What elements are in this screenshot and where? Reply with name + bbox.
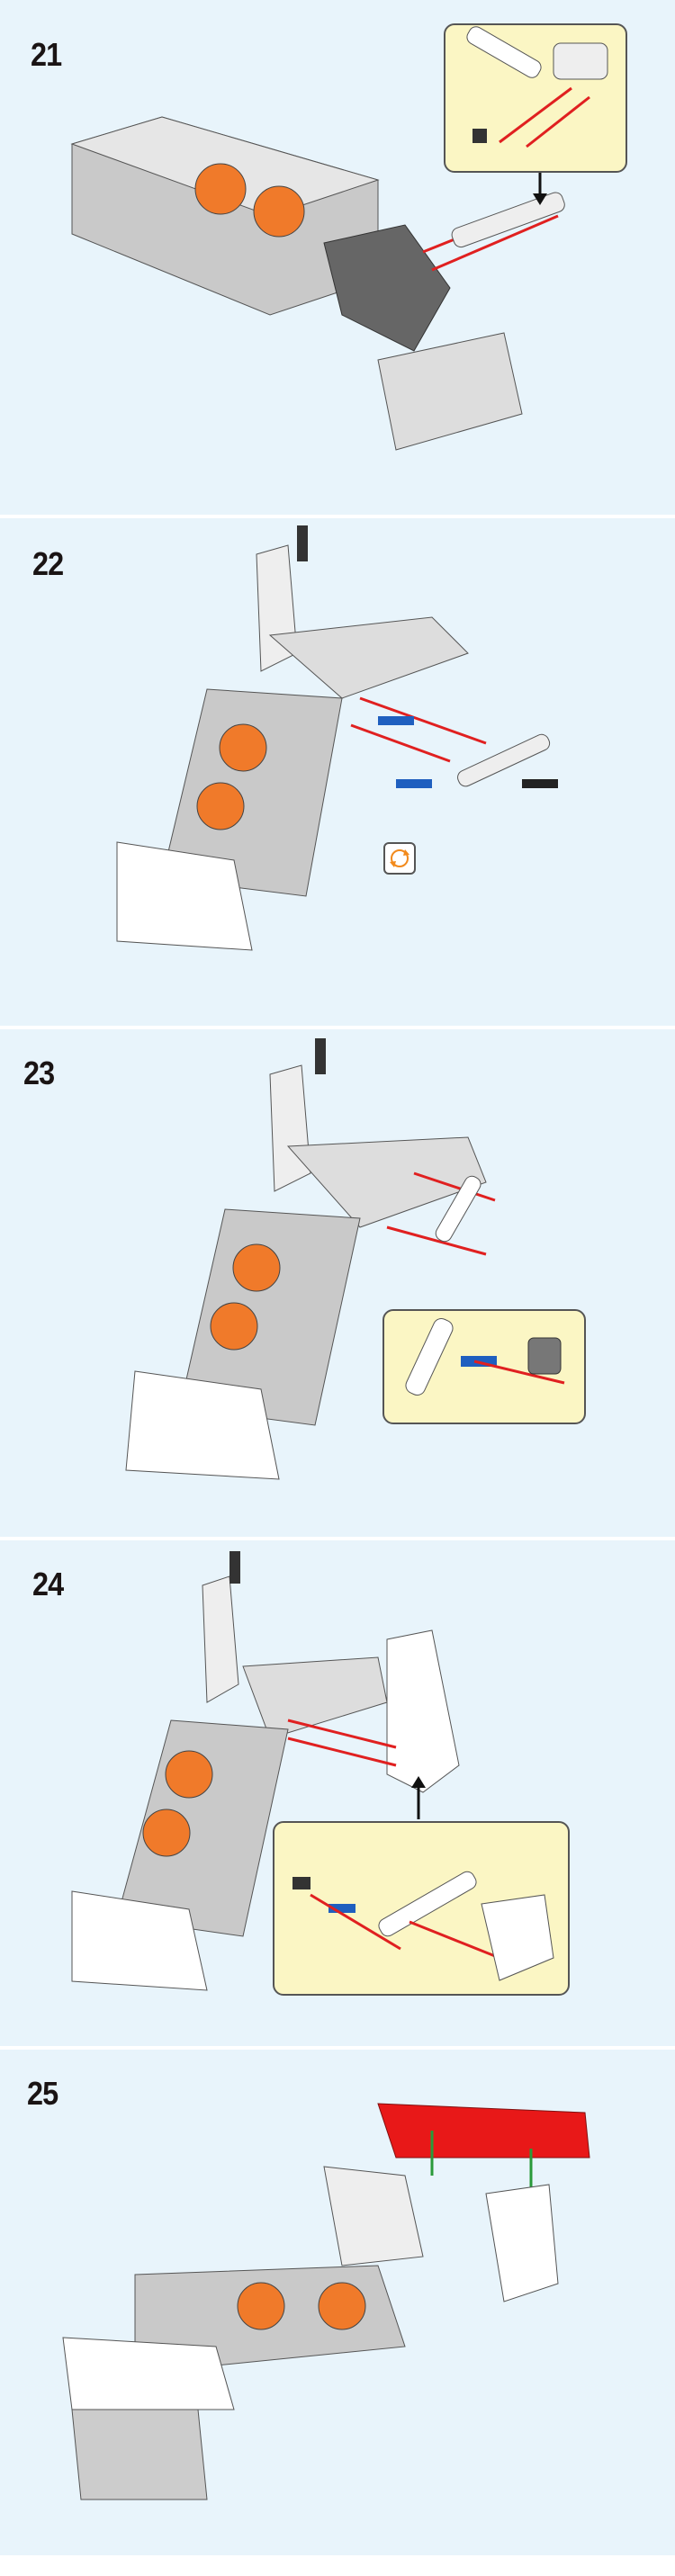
step-23-model: [125, 1038, 496, 1480]
sub-assembly-callout: [273, 1821, 570, 1996]
step-number: 25: [27, 2075, 58, 2112]
step-25-panel: 25: [0, 2050, 675, 2555]
step-number: 24: [32, 1566, 64, 1602]
callout-model: [292, 1871, 554, 1981]
step-24-model: [71, 1551, 460, 1991]
step-21-panel: 21: [0, 0, 675, 515]
step-21-model: [70, 116, 565, 451]
step-25-model: [62, 2103, 590, 2500]
step-23-panel: 23: [0, 1029, 675, 1537]
rotate-arrows-icon: [390, 849, 410, 867]
callout-model: [405, 1318, 565, 1396]
step-22-model: [116, 525, 558, 951]
step-number: 23: [23, 1055, 55, 1091]
sub-assembly-callout: [382, 1309, 586, 1424]
step-24-panel: 24: [0, 1540, 675, 2046]
step-22-panel: 22: [0, 518, 675, 1026]
step-number: 22: [32, 545, 64, 582]
callout-model: [466, 26, 608, 148]
step-number: 21: [31, 36, 62, 73]
sub-assembly-callout: [444, 23, 627, 173]
rotate-model-icon: [383, 842, 416, 875]
